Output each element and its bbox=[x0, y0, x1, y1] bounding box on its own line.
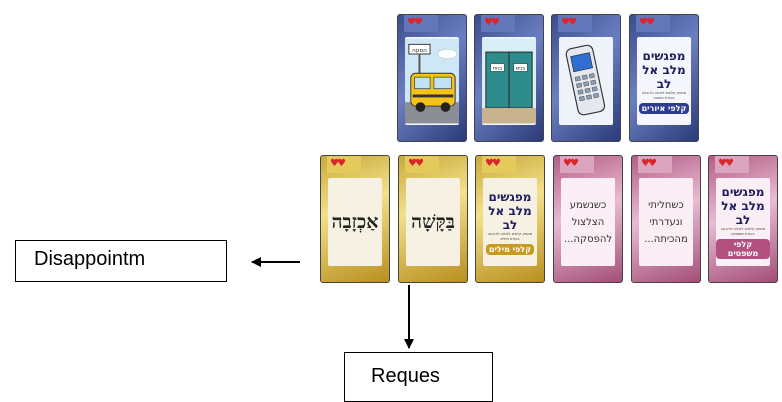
word-card-disappointment: ♥♥ אַכְזָבָה bbox=[320, 155, 390, 283]
bus-illustration: הסעה bbox=[405, 37, 459, 125]
phone-illustration bbox=[559, 37, 613, 125]
logo-card-sentences: ♥♥ מפגשים מלב אל לב משחק קלפים לשיחה ולה… bbox=[708, 155, 778, 283]
logo-badge: קלפי איורים bbox=[638, 102, 690, 114]
disappointment-label-box: Disappointm bbox=[15, 240, 227, 282]
phrase-text: כשחליתי ונעדרתי מהכיתה... bbox=[644, 199, 688, 245]
logo-panel: מפגשים מלב אל לב משחק קלפים לשיחה ולהבעה… bbox=[716, 178, 770, 266]
logo-title: מפגשים מלב אל לב bbox=[642, 48, 686, 91]
two-hearts-icon: ♥♥ bbox=[407, 17, 423, 28]
picture-card-bus: ♥♥ הסעה bbox=[397, 14, 467, 142]
logo-title: מפגשים מלב אל לב bbox=[721, 185, 765, 227]
two-hearts-icon: ♥♥ bbox=[561, 17, 577, 28]
two-hearts-icon: ♥♥ bbox=[408, 158, 424, 169]
two-hearts-icon: ♥♥ bbox=[639, 17, 655, 28]
logo-panel: מפגשים מלב אל לב משחק קלפים לשיחה ולהבעה… bbox=[483, 178, 537, 266]
logo-subtitle: משחק קלפים לשיחה ולהבעה בעזרת מילים bbox=[487, 231, 533, 241]
logo-badge: קלפי משפטים bbox=[716, 239, 770, 259]
logo-subtitle: משחק קלפים לשיחה ולהבעה בעזרת תמונות bbox=[641, 90, 687, 100]
girls-door-label: בנות bbox=[493, 66, 502, 71]
logo-card-words: ♥♥ מפגשים מלב אל לב משחק קלפים לשיחה ולה… bbox=[475, 155, 545, 283]
two-hearts-icon: ♥♥ bbox=[563, 158, 579, 169]
logo-subtitle: משחק קלפים לשיחה ולהבעה בעזרת משפטים bbox=[720, 227, 766, 236]
logo-card-pictures: ♥♥ מפגשים מלב אל לב משחק קלפים לשיחה ולה… bbox=[629, 14, 699, 142]
bus-stop-sign: הסעה bbox=[412, 48, 427, 54]
two-hearts-icon: ♥♥ bbox=[485, 158, 501, 169]
two-hearts-icon: ♥♥ bbox=[718, 158, 734, 169]
word-text: בַּקָּשָׁה bbox=[411, 210, 455, 233]
two-hearts-icon: ♥♥ bbox=[330, 158, 346, 169]
disappointment-label: Disappointm bbox=[34, 248, 146, 270]
logo-title: מפגשים מלב אל לב bbox=[488, 189, 532, 232]
request-label: Reques bbox=[371, 365, 440, 387]
logo-panel: מפגשים מלב אל לב משחק קלפים לשיחה ולהבעה… bbox=[637, 37, 691, 125]
request-label-box: Reques bbox=[344, 352, 493, 402]
picture-card-phone: ♥♥ bbox=[551, 14, 621, 142]
two-hearts-icon: ♥♥ bbox=[484, 17, 500, 28]
word-card-request: ♥♥ בַּקָּשָׁה bbox=[398, 155, 468, 283]
phrase-card-sick: ♥♥ כשחליתי ונעדרתי מהכיתה... bbox=[631, 155, 701, 283]
boys-door-label: בנים bbox=[516, 66, 525, 71]
logo-badge: קלפי מילים bbox=[485, 243, 535, 255]
two-hearts-icon: ♥♥ bbox=[641, 158, 657, 169]
word-text: אַכְזָבָה bbox=[331, 210, 379, 233]
restroom-illustration: בנות בנים bbox=[482, 37, 536, 125]
phrase-text: כשנשמע הצלצול להפסקה... bbox=[563, 199, 613, 245]
picture-card-restroom: ♥♥ בנות בנים bbox=[474, 14, 544, 142]
phrase-card-recess: ♥♥ כשנשמע הצלצול להפסקה... bbox=[553, 155, 623, 283]
